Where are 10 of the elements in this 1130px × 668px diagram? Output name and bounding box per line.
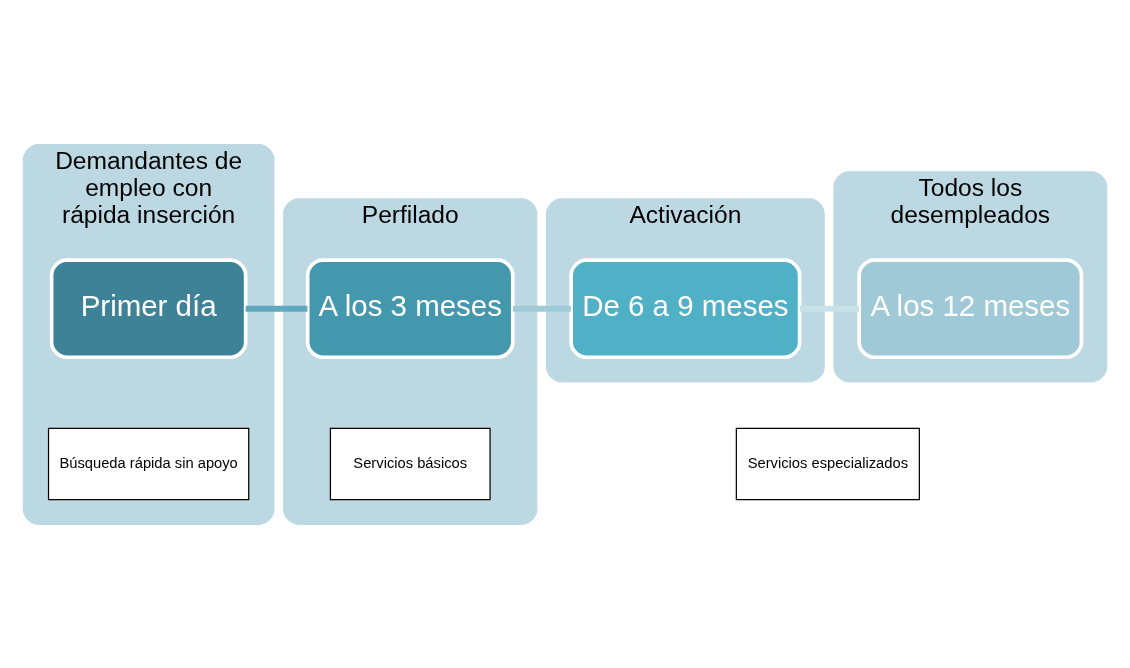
- node-box: Servicios básicos: [329, 427, 491, 500]
- node-box: Servicios especializados: [735, 427, 920, 500]
- connector: [512, 305, 571, 312]
- connector: [245, 305, 308, 312]
- node-box: Primer día: [49, 257, 248, 359]
- connector: [800, 305, 859, 312]
- node-box: A los 3 meses: [305, 257, 515, 359]
- node-box: Búsqueda rápida sin apoyo: [47, 427, 250, 500]
- node-box: De 6 a 9 meses: [569, 257, 802, 359]
- node-box: A los 12 meses: [857, 257, 1084, 359]
